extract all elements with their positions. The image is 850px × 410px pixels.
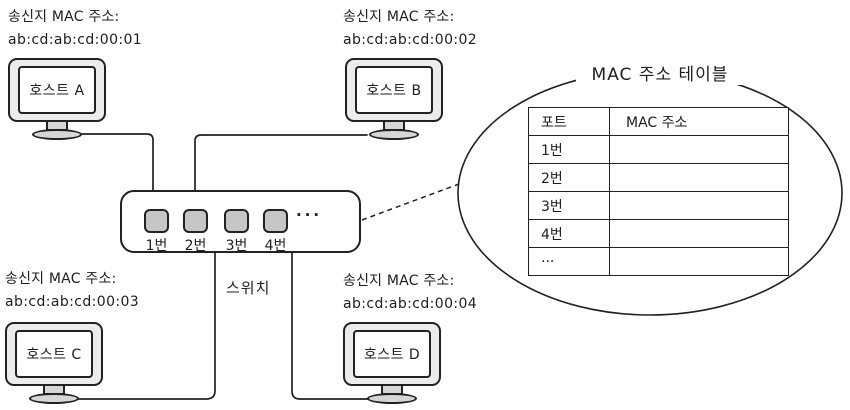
mac-table-header-row: 포트 MAC 주소 [528, 107, 789, 136]
host-b-screen: 호스트 B [355, 66, 433, 114]
row2-port: 2번 [528, 163, 610, 192]
row4-mac [609, 219, 789, 248]
host-d-label: 호스트 D [363, 347, 421, 363]
table-row: ··· [528, 247, 789, 276]
host-b-mac-address: ab:cd:ab:cd:00:02 [343, 32, 478, 48]
row2-mac [609, 163, 789, 192]
row5-mac [609, 247, 789, 276]
switch-port-1-label: 1번 [145, 238, 168, 254]
switch-port-1 [144, 209, 169, 233]
host-a-caption: 송신지 MAC 주소: ab:cd:ab:cd:00:01 [8, 6, 142, 52]
table-row: 1번 [528, 135, 789, 164]
host-d-monitor: 호스트 D [343, 322, 441, 404]
host-b-monitor: 호스트 B [345, 58, 443, 140]
mac-address-table: 포트 MAC 주소 1번 2번 3번 4번 ··· [528, 107, 789, 276]
host-c-mac-address: ab:cd:ab:cd:00:03 [5, 294, 140, 310]
switch-port-4-label: 4번 [264, 238, 287, 254]
switch-port-3 [224, 209, 249, 233]
row5-port: ··· [528, 247, 610, 276]
host-c-caption: 송신지 MAC 주소: ab:cd:ab:cd:00:03 [5, 268, 139, 314]
row1-port: 1번 [528, 135, 610, 164]
host-d-caption-line1: 송신지 MAC 주소: [343, 273, 455, 289]
switch-port-4 [263, 209, 288, 233]
host-d-screen: 호스트 D [353, 330, 431, 378]
mac-table-col-mac: MAC 주소 [609, 107, 789, 136]
host-c-monitor: 호스트 C [5, 322, 103, 404]
host-b-caption: 송신지 MAC 주소: ab:cd:ab:cd:00:02 [343, 6, 477, 52]
switch-port-2 [183, 209, 208, 233]
table-row: 3번 [528, 191, 789, 220]
switch-port-3-label: 3번 [225, 238, 248, 254]
table-row: 2번 [528, 163, 789, 192]
host-d-mac-address: ab:cd:ab:cd:00:04 [343, 296, 478, 312]
mac-table-title: MAC 주소 테이블 [576, 60, 744, 85]
host-a-label: 호스트 A [29, 83, 85, 99]
host-a-monitor-bezel: 호스트 A [8, 58, 106, 122]
host-d-caption: 송신지 MAC 주소: ab:cd:ab:cd:00:04 [343, 270, 477, 316]
wire-host-b-port2 [194, 134, 368, 208]
more-ports-ellipsis: ··· [296, 206, 323, 224]
host-a-caption-line1: 송신지 MAC 주소: [8, 9, 120, 25]
host-c-base [29, 393, 79, 404]
row4-port: 4번 [528, 219, 610, 248]
host-c-monitor-bezel: 호스트 C [5, 322, 103, 386]
switch-port-2-label: 2번 [184, 238, 207, 254]
row1-mac [609, 135, 789, 164]
host-a-base [32, 129, 82, 140]
host-b-base [369, 129, 419, 140]
host-c-screen: 호스트 C [15, 330, 93, 378]
row3-mac [609, 191, 789, 220]
host-a-monitor: 호스트 A [8, 58, 106, 140]
switch-chassis: 1번 2번 3번 4번 ··· [120, 190, 361, 254]
mac-table-col-port: 포트 [528, 107, 610, 136]
table-row: 4번 [528, 219, 789, 248]
host-d-base [367, 393, 417, 404]
host-c-caption-line1: 송신지 MAC 주소: [5, 271, 117, 287]
host-d-monitor-bezel: 호스트 D [343, 322, 441, 386]
row3-port: 3번 [528, 191, 610, 220]
switch-label: 스위치 [226, 279, 271, 297]
host-b-label: 호스트 B [366, 83, 422, 99]
wire-host-a-port1 [79, 133, 154, 208]
host-a-screen: 호스트 A [18, 66, 96, 114]
host-c-label: 호스트 C [26, 347, 82, 363]
callout-dashed-line [361, 183, 460, 221]
host-a-mac-address: ab:cd:ab:cd:00:01 [8, 32, 143, 48]
host-b-monitor-bezel: 호스트 B [345, 58, 443, 122]
host-b-caption-line1: 송신지 MAC 주소: [343, 9, 455, 25]
